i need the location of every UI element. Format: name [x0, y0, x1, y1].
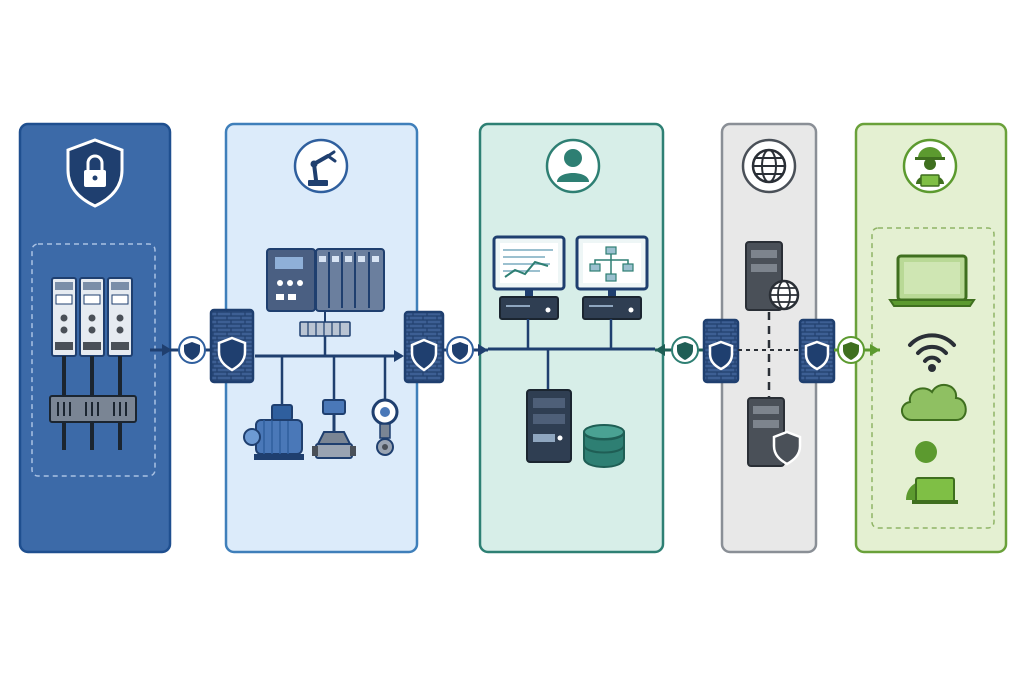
- conduit-safety-control: [150, 308, 255, 384]
- zone-operations: [478, 122, 665, 554]
- shield-icon: [837, 336, 865, 364]
- firewall-icon: [209, 308, 255, 384]
- firewall-icon: [403, 310, 445, 384]
- firewall-icon: [702, 318, 740, 384]
- cloud: [901, 383, 967, 421]
- engineer-with-laptop-icon: [902, 138, 958, 194]
- conduit-control-operations: [394, 310, 488, 384]
- padlock-shield-icon: [66, 138, 124, 208]
- wifi: [908, 333, 956, 372]
- remote-user: [906, 441, 958, 504]
- robot-arm-icon: [293, 138, 349, 194]
- pressure-sensor: [371, 398, 399, 456]
- safety-controller-modules: [49, 277, 137, 450]
- zone-remote: [854, 122, 1008, 554]
- hmi-process-workstation: [575, 235, 649, 320]
- motor-pump: [243, 404, 304, 460]
- historian-server: [526, 389, 572, 463]
- shield-icon: [178, 336, 206, 364]
- shield-icon: [446, 336, 474, 364]
- firewall-icon: [798, 318, 836, 384]
- conduit-dmz-remote: [798, 318, 880, 384]
- plc-rack: [266, 248, 385, 337]
- user-icon: [545, 138, 601, 194]
- control-valve: [312, 399, 356, 459]
- secured-server: [747, 397, 802, 467]
- conduit-dmz-operations: [655, 318, 800, 384]
- laptop: [888, 254, 976, 307]
- database: [583, 424, 625, 468]
- hmi-trend-workstation: [492, 235, 566, 320]
- web-server: [745, 241, 800, 311]
- shield-icon: [671, 336, 699, 364]
- zone-safety: [18, 122, 172, 554]
- zone-control: [224, 122, 419, 554]
- globe-icon: [741, 138, 797, 194]
